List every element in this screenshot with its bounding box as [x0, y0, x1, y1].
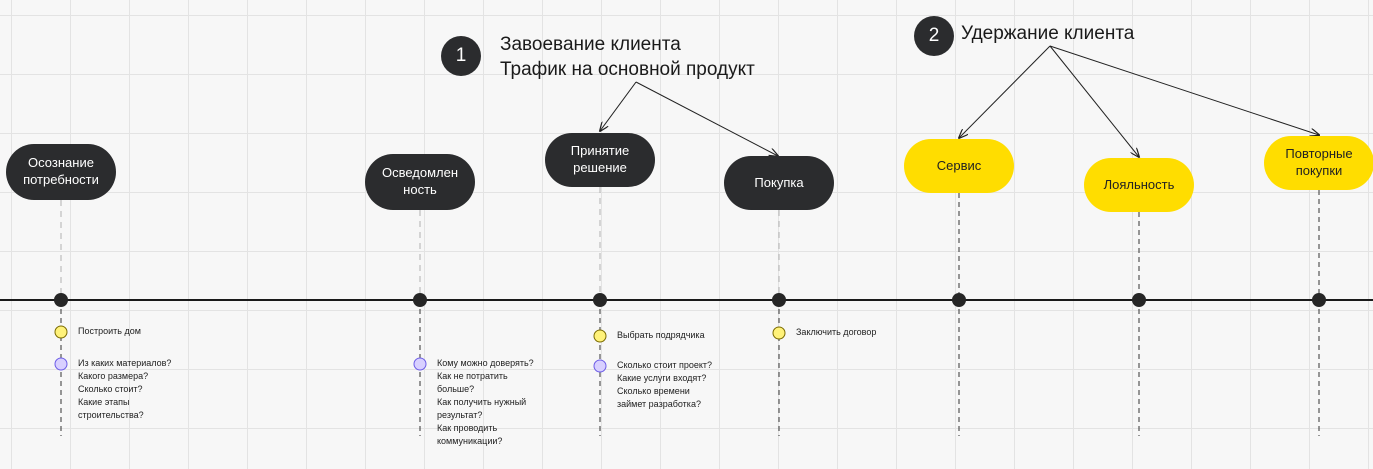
phase-arrow	[1049, 45, 1319, 135]
label-line: займет разработка?	[617, 399, 701, 409]
timeline-node	[952, 293, 966, 307]
timeline-node	[1312, 293, 1326, 307]
label-line: Построить дом	[78, 326, 141, 336]
label-line: результат?	[437, 410, 483, 420]
label-line: Сколько стоит проект?	[617, 360, 713, 370]
timeline-node	[413, 293, 427, 307]
label-line: Какие услуги входят?	[617, 373, 707, 383]
stage-pill-2: Осведомлен ность	[365, 154, 475, 210]
timeline-node	[1132, 293, 1146, 307]
label-line: Как проводить	[437, 423, 498, 433]
timeline-node	[54, 293, 68, 307]
timeline-node	[772, 293, 786, 307]
label-line: коммуникации?	[437, 436, 503, 446]
phase-number: 2	[928, 25, 940, 46]
phase-number: 1	[455, 45, 467, 66]
label-line: больше?	[437, 384, 475, 394]
stage-pill-6: Лояльность	[1084, 158, 1194, 212]
label-line: строительства?	[78, 410, 144, 420]
stage-label: Повторные покупки	[1285, 146, 1353, 178]
phase-arrow	[600, 81, 637, 131]
stage-pill-1: Осознание потребности	[6, 144, 116, 200]
stage-label: Лояльность	[1103, 176, 1175, 192]
label-line: Сколько времени	[617, 386, 690, 396]
questions-label: Из каких материалов? Какого размера? Сколь…	[78, 357, 171, 422]
stage-pill-4: Покупка	[724, 156, 834, 210]
questions-label: Кому можно доверять? Как не потратить боль…	[437, 357, 534, 448]
task-label: Выбрать подрядчика	[617, 329, 705, 342]
phase-number-badge: 1	[441, 36, 481, 76]
stage-label: Сервис	[936, 157, 982, 173]
label-line: Из каких материалов?	[78, 358, 172, 368]
task-label: Заключить договор	[796, 326, 876, 339]
label-line: Какие этапы	[78, 397, 130, 407]
label-line: Как не потратить	[437, 371, 508, 381]
phase-title-line: Завоевание клиента	[500, 34, 681, 55]
phase-title: Удержание клиента	[961, 22, 1134, 47]
questions-label: Сколько стоит проект? Какие услуги входят…	[617, 359, 712, 411]
label-line: Сколько стоит?	[78, 384, 143, 394]
stage-label: Осознание потребности	[23, 155, 99, 187]
task-marker-dot	[772, 326, 786, 340]
phase-arrow	[1049, 45, 1139, 157]
label-line: Выбрать подрядчика	[617, 330, 705, 340]
stage-pill-3: Принятие решение	[545, 133, 655, 187]
task-marker-dot	[54, 325, 68, 339]
question-marker-dot	[413, 357, 427, 371]
stage-label: Принятие решение	[570, 143, 630, 175]
stage-label: Осведомлен ность	[381, 165, 459, 197]
phase-title-line: Трафик на основной продукт	[500, 58, 755, 80]
stage-pill-7: Повторные покупки	[1264, 136, 1373, 190]
task-label: Построить дом	[78, 325, 141, 338]
question-marker-dot	[593, 359, 607, 373]
label-line: Кому можно доверять?	[437, 358, 534, 368]
stage-label: Покупка	[754, 174, 804, 190]
timeline-node	[593, 293, 607, 307]
phase-arrow	[635, 81, 778, 156]
phase-title-line: Удержание клиента	[961, 23, 1135, 44]
phase-number-badge: 2	[914, 16, 954, 56]
stage-pill-5: Сервис	[904, 139, 1014, 193]
phase-arrow	[959, 45, 1051, 138]
label-line: Заключить договор	[796, 327, 877, 337]
label-line: Как получить нужный	[437, 397, 527, 407]
question-marker-dot	[54, 357, 68, 371]
label-line: Какого размера?	[78, 371, 149, 381]
task-marker-dot	[593, 329, 607, 343]
